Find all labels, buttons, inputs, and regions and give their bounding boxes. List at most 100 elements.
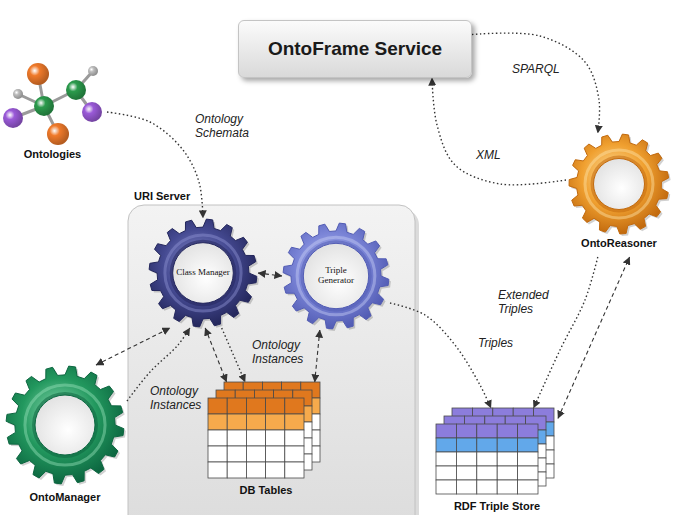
table-icon — [436, 408, 558, 512]
table-cell — [266, 446, 285, 462]
molecule-atom — [82, 102, 102, 122]
table-cell — [497, 466, 517, 480]
node-label: OntoManager — [3, 491, 127, 504]
connector — [315, 330, 320, 382]
table-cell — [436, 424, 456, 438]
table-sheet — [208, 398, 304, 478]
table-cell — [266, 430, 285, 446]
table-cell — [456, 452, 476, 466]
table-sheet — [444, 416, 546, 486]
table-cell — [497, 480, 517, 494]
node-label: OntoFrame Service — [268, 38, 442, 60]
gear-ring — [297, 237, 375, 315]
node-label: OntoReasoner — [566, 237, 672, 250]
gear-hole — [35, 395, 95, 455]
table-cell — [208, 430, 227, 446]
gear-ring — [25, 385, 105, 465]
connector — [472, 33, 600, 133]
edge-label: SPARQL — [512, 62, 560, 76]
edge-label: Triples — [478, 336, 513, 350]
gear-rim — [300, 240, 371, 311]
edge-label: Extended Triples — [498, 288, 558, 316]
molecule-atom — [34, 96, 54, 116]
ontology-icon-node: Ontologies — [0, 58, 107, 166]
node-label: Ontologies — [0, 148, 107, 161]
table-cell — [436, 466, 456, 480]
edge-label: Ontology Instances — [252, 338, 310, 366]
table-sheet — [224, 382, 320, 462]
connector — [432, 78, 566, 185]
table-sheet — [216, 390, 312, 470]
gear-node: OntoReasoner — [566, 133, 672, 257]
panel-group — [128, 205, 419, 515]
service-box: OntoFrame Service — [238, 20, 472, 78]
table-cell — [285, 398, 304, 414]
table-cell — [266, 414, 285, 430]
table-cell — [227, 414, 246, 430]
gear-node: Class Manager — [148, 218, 258, 328]
table-cell — [208, 414, 227, 430]
table-cell — [518, 466, 538, 480]
table-cell — [208, 462, 227, 478]
molecule-atom — [47, 123, 69, 145]
table-cell — [497, 438, 517, 452]
table-cell — [227, 446, 246, 462]
table-cell — [246, 462, 265, 478]
gear-rim — [170, 240, 237, 307]
table-cell — [227, 430, 246, 446]
table-cell — [246, 398, 265, 414]
table-cell — [477, 466, 497, 480]
gear-body — [6, 366, 124, 484]
gear-node: OntoManager — [3, 365, 127, 505]
gear-rim — [32, 392, 98, 458]
node-label: Triple Generator — [308, 266, 364, 286]
connector — [222, 328, 245, 382]
connector — [96, 328, 170, 365]
table-node: RDF Triple Store — [436, 408, 558, 512]
table-cell — [436, 438, 456, 452]
node-label: Class Manager — [176, 268, 230, 278]
gear-node: Triple Generator — [282, 222, 390, 330]
table-cell — [266, 398, 285, 414]
gear-body — [149, 219, 257, 327]
table-cell — [456, 466, 476, 480]
table-cell — [477, 480, 497, 494]
table-cell — [497, 424, 517, 438]
table-cell — [208, 446, 227, 462]
connector — [390, 303, 491, 408]
gear-hole — [173, 243, 234, 304]
node-label: DB Tables — [208, 484, 324, 497]
gear-ring — [585, 150, 653, 218]
table-sheet — [436, 424, 538, 494]
connector — [205, 328, 226, 382]
gear-rim — [591, 156, 648, 213]
molecule-atom — [3, 108, 23, 128]
table-cell — [246, 446, 265, 462]
gear-ring — [165, 235, 241, 311]
table-cell — [518, 480, 538, 494]
table-cell — [285, 414, 304, 430]
table-cell — [285, 462, 304, 478]
gear-hole — [594, 159, 645, 210]
molecule-atom — [27, 63, 49, 85]
panel-background — [128, 205, 415, 515]
table-cell — [227, 462, 246, 478]
table-cell — [497, 452, 517, 466]
table-cell — [456, 480, 476, 494]
gear-body — [283, 223, 389, 329]
connector — [534, 257, 598, 408]
table-cell — [246, 430, 265, 446]
gear-icon — [3, 365, 127, 505]
molecule-atom — [88, 66, 98, 76]
table-cell — [285, 446, 304, 462]
gear-body — [569, 134, 669, 234]
table-cell — [436, 452, 456, 466]
panel-heading: URI Server — [134, 190, 190, 203]
edge-label: Ontology Instances — [150, 384, 208, 412]
table-cell — [436, 480, 456, 494]
table-cell — [227, 398, 246, 414]
table-cell — [285, 430, 304, 446]
table-cell — [518, 438, 538, 452]
connector — [258, 273, 282, 276]
